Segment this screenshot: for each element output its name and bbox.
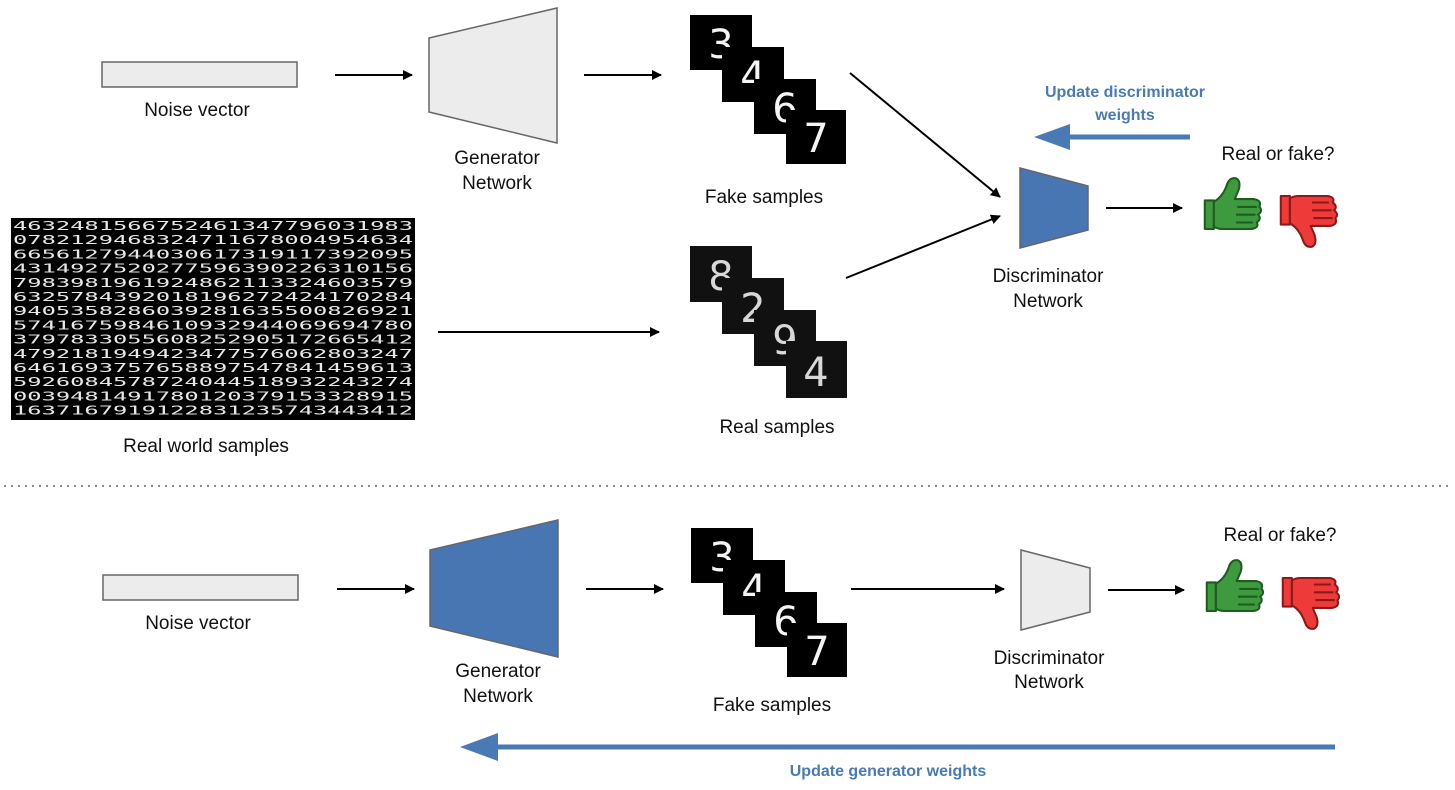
real-samples-stack: 8 2 9 4	[690, 246, 847, 398]
real-world-samples-image: 4632481566752461347796031983078212946832…	[11, 218, 415, 420]
mnist-texture-row: 0782129468324711678004954634	[13, 232, 413, 247]
fake-samples-label-2: Fake samples	[713, 695, 831, 716]
thumbs-down-icon	[1279, 194, 1339, 248]
fake-samples-stack: 3 4 6 7	[690, 15, 846, 164]
mnist-texture-row: 5741675984610932944069694780	[13, 317, 413, 332]
update-discriminator-label-line1: Update discriminator	[1045, 84, 1205, 101]
generator-label-line1: Generator	[454, 148, 540, 169]
real-world-samples-label: Real world samples	[123, 436, 289, 457]
discriminator-network-shape-2	[1020, 549, 1091, 631]
generator-label-2-line1: Generator	[455, 661, 541, 682]
real-digit-4: 4	[803, 350, 828, 396]
arrow-real-to-discriminator	[845, 214, 1001, 279]
noise-vector-label: Noise vector	[144, 100, 250, 121]
mnist-texture-row: 9405358286039281635500826921	[13, 303, 413, 318]
noise-vector-bar	[101, 61, 298, 88]
update-generator-arrow	[460, 733, 1335, 761]
generator-network-shape	[428, 7, 558, 144]
mnist-texture-row: 6656127944030617319117392095	[13, 246, 413, 261]
discriminator-label-2-line2: Network	[1014, 672, 1084, 693]
fake-digit-4: 7	[803, 116, 828, 162]
noise-vector-label-2: Noise vector	[145, 613, 251, 634]
discriminator-label-line2: Network	[1013, 291, 1083, 312]
mnist-texture-row: 0039481491780120379153328915	[13, 388, 413, 403]
update-discriminator-arrow	[1034, 124, 1190, 150]
real-or-fake-question: Real or fake?	[1221, 144, 1334, 165]
mnist-texture-row: 4314927520277596390226310156	[13, 261, 413, 276]
discriminator-training-section: Noise vector Generator Network 3 4 6 7 F…	[11, 7, 1339, 457]
mnist-texture-row: 6325784392018196272424170284	[13, 289, 413, 304]
generator-label-2-line2: Network	[463, 686, 533, 707]
update-generator-label: Update generator weights	[790, 763, 987, 780]
thumbs-down-icon-2	[1281, 576, 1341, 630]
mnist-texture-row: 4632481566752461347796031983	[13, 218, 413, 233]
fake-samples-stack-2: 3 4 6 7	[691, 528, 847, 677]
fake-digit-2-4: 7	[804, 629, 829, 675]
discriminator-label-2-line1: Discriminator	[994, 648, 1106, 669]
noise-vector-bar-2	[102, 574, 299, 601]
fake-samples-label: Fake samples	[705, 187, 823, 208]
mnist-texture-row: 3797833055608252905172665412	[13, 332, 413, 347]
update-discriminator-label-line2: weights	[1094, 107, 1155, 124]
generator-label-line2: Network	[462, 173, 532, 194]
mnist-texture-row: 6461693757658897547841459613	[13, 360, 413, 375]
discriminator-network-shape	[1019, 167, 1089, 249]
discriminator-label-line1: Discriminator	[993, 266, 1105, 287]
real-samples-label: Real samples	[719, 417, 834, 438]
arrow-fake-to-discriminator	[849, 72, 1001, 198]
thumbs-up-icon-2	[1205, 559, 1265, 613]
mnist-texture-row: 7983981961924862113324603579	[13, 275, 413, 290]
mnist-texture-row: 1637167919122831235743443412	[13, 403, 413, 418]
thumbs-up-icon	[1203, 177, 1263, 231]
generator-network-shape-2	[429, 519, 559, 658]
real-or-fake-question-2: Real or fake?	[1223, 525, 1336, 546]
generator-training-section: Noise vector Generator Network 3 4 6 7 F…	[102, 519, 1341, 780]
mnist-texture-row: 4792181949423477576062803247	[13, 346, 413, 361]
mnist-texture-row: 5926084578724044518932243274	[13, 374, 413, 389]
